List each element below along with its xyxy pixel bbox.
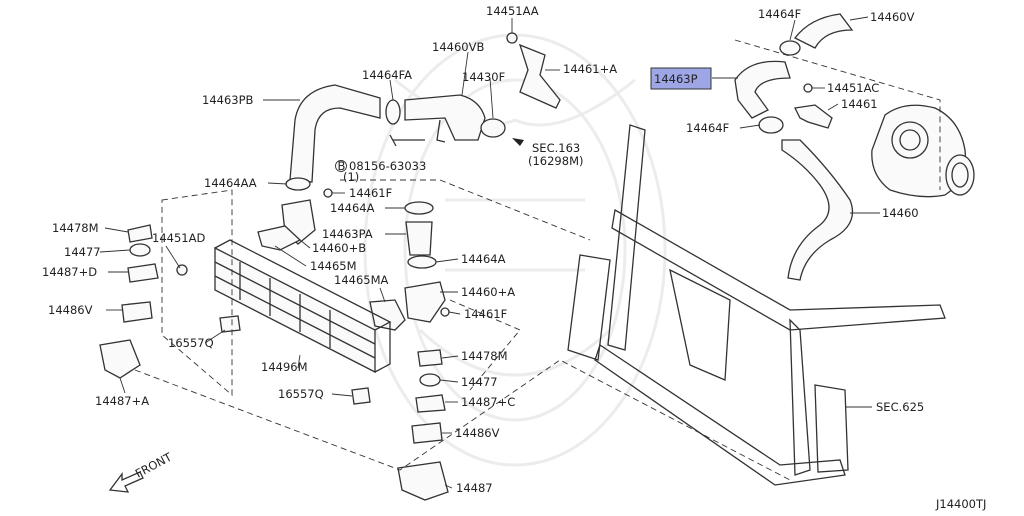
clamp-14464a-top [404, 201, 434, 215]
pipe-14460vb [404, 94, 486, 141]
bracket-14486v-left [121, 301, 153, 323]
bracket-14487a [99, 339, 141, 379]
hose-14460v [794, 13, 854, 49]
label-14464a-mid: 14464A [461, 252, 506, 266]
dashed-outline-right [734, 39, 941, 190]
mount-14478m-mid [417, 349, 443, 367]
bolt-14461f-mid [440, 307, 450, 317]
label-14477-left: 14477 [64, 245, 101, 259]
label-14464fa: 14464FA [362, 68, 412, 82]
bolt-b-letter: B [338, 159, 346, 173]
clamp-14464fa [385, 99, 401, 125]
bolt-14451ad [176, 264, 188, 276]
bracket-14486v-mid [411, 422, 443, 444]
label-14464a-top: 14464A [330, 201, 375, 215]
label-bolt: 08156-63033 [349, 159, 426, 173]
label-14463p: 14463P [654, 72, 698, 86]
label-14478m-mid: 14478M [461, 349, 508, 363]
label-14464f-mid: 14464F [686, 121, 729, 135]
gasket-14465m [257, 225, 302, 251]
bush-14477-mid [419, 373, 441, 387]
label-14465ma: 14465MA [334, 273, 389, 287]
clamp-14430f [480, 118, 506, 138]
front-arrow-icon [108, 471, 144, 493]
bolt-14451ac [803, 83, 813, 93]
bracket-14487 [397, 461, 449, 501]
label-14478m-left: 14478M [52, 221, 99, 235]
part-highlight-14463p: 14463P [650, 67, 712, 90]
mount-14478m-left [127, 224, 153, 243]
clamp-14464f-mid [758, 116, 784, 134]
label-14487: 14487 [456, 481, 493, 495]
bolt-b-icon [335, 160, 347, 172]
clamp-14464f-top [779, 40, 801, 56]
sec163-arrow-icon [512, 138, 524, 146]
label-14451ac: 14451AC [827, 81, 879, 95]
bolt-14461f-top [323, 188, 333, 198]
hose-14463p [734, 60, 791, 119]
mount-16557q-left [219, 315, 241, 333]
dashed-outline-bottom [134, 359, 791, 481]
label-14460vb: 14460VB [432, 40, 484, 54]
bush-14477-left [129, 243, 151, 257]
label-14464aa: 14464AA [204, 176, 257, 190]
clamp-14464a-mid [407, 255, 437, 269]
label-14486v-mid: 14486V [455, 426, 500, 440]
label-14496m: 14496M [261, 360, 308, 374]
label-14463pb: 14463PB [202, 93, 254, 107]
hose-14463pa [405, 221, 433, 256]
pipe-14460vb-bracket [436, 119, 446, 143]
label-14451ad: 14451AD [152, 231, 205, 245]
bolt-14451aa [506, 32, 518, 44]
bracket-14487d [127, 263, 159, 283]
dashed-outline-left [161, 189, 233, 396]
bracket-14461 [794, 104, 833, 129]
label-16557q-mid: 16557Q [278, 387, 324, 401]
pipe-14460 [781, 139, 854, 281]
label-sec163: SEC.163 [532, 141, 580, 155]
clamp-14464aa [285, 177, 311, 191]
pipe-14460a [404, 281, 446, 323]
label-14460: 14460 [882, 206, 919, 220]
dashed-outline-mid [449, 299, 521, 391]
label-14487d: 14487+D [42, 265, 97, 279]
bolt-callout: B 08156-63033 (1) [335, 159, 426, 184]
label-14487c: 14487+C [461, 395, 515, 409]
label-front: FRONT [133, 449, 175, 480]
bracket-14461a [518, 43, 561, 109]
intercooler-14496m [214, 239, 392, 374]
turbocharger [871, 104, 975, 198]
core-support-frame [567, 124, 946, 486]
label-14461f-top: 14461F [349, 186, 392, 200]
label-14486v-left: 14486V [48, 303, 93, 317]
label-14460a: 14460+A [461, 285, 515, 299]
diagram-code: J14400TJ [935, 497, 986, 511]
highlight-box [650, 67, 712, 90]
label-14463pa: 14463PA [322, 227, 373, 241]
label-16557q-left: 16557Q [168, 336, 214, 350]
bracket-14487c [415, 394, 446, 413]
label-bolt-qty: (1) [343, 170, 359, 184]
label-14461: 14461 [841, 97, 878, 111]
dashed-outline-top [340, 179, 591, 241]
label-14460b: 14460+B [312, 241, 366, 255]
label-14430f: 14430F [462, 70, 505, 84]
label-14464f-top: 14464F [758, 7, 801, 21]
gasket-14465ma [369, 299, 406, 331]
mount-16557q-mid [351, 387, 371, 405]
label-14451aa: 14451AA [486, 4, 539, 18]
label-14477-mid: 14477 [461, 375, 498, 389]
label-14460v: 14460V [870, 10, 915, 24]
label-14487a: 14487+A [95, 394, 149, 408]
bolt-08156 [389, 134, 425, 147]
label-sec163-ref: (16298M) [528, 154, 583, 168]
label-14461f-mid: 14461F [464, 307, 507, 321]
label-14465m: 14465M [310, 259, 357, 273]
hose-14463pb [289, 84, 381, 183]
leader-lines [99, 16, 880, 489]
label-14461a: 14461+A [563, 62, 617, 76]
label-sec625: SEC.625 [876, 400, 924, 414]
